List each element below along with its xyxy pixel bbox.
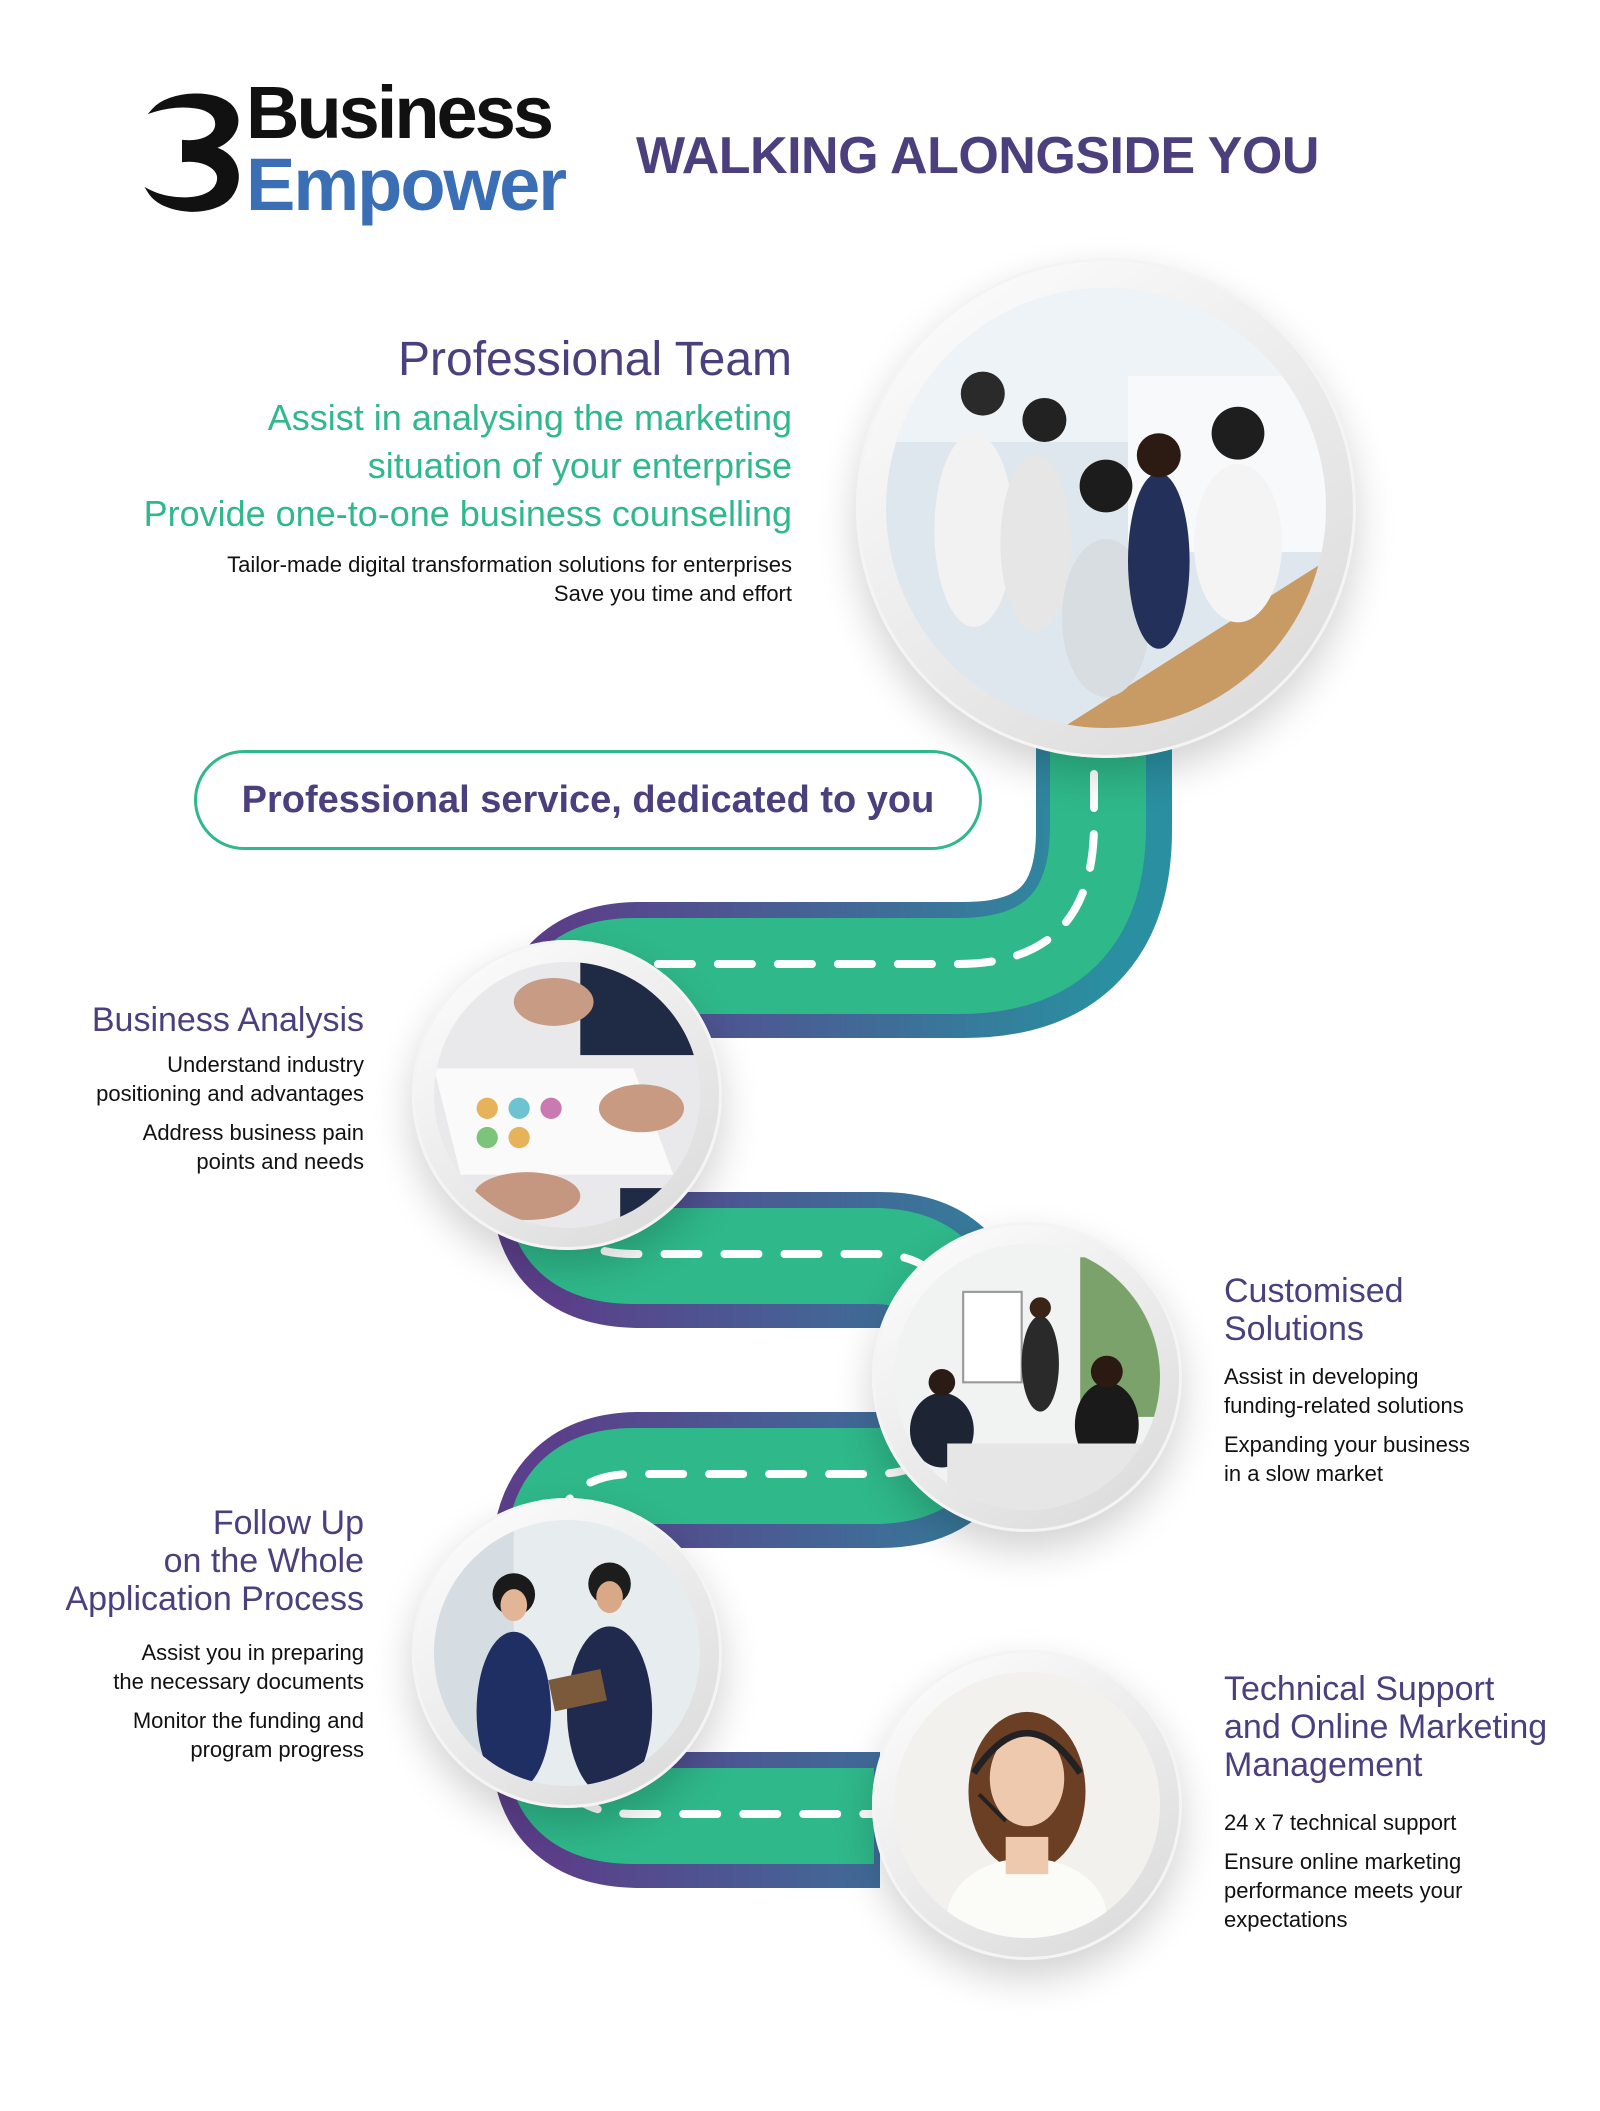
three-logo-icon: [144, 93, 239, 212]
point-line: Ensure online marketing: [1224, 1849, 1462, 1874]
title-line: on the Whole: [163, 1542, 364, 1580]
point-line: program progress: [190, 1737, 364, 1762]
logo-wordmark-empower: Empower: [246, 148, 567, 222]
service-banner: Professional service, dedicated to you: [194, 750, 982, 850]
team-meeting-photo: [886, 288, 1326, 728]
service-banner-label: Professional service, dedicated to you: [241, 778, 935, 821]
follow-up-title: Follow Up on the Whole Application Proce…: [65, 1504, 364, 1618]
customised-solutions-body: Assist in developing funding-related sol…: [1224, 1362, 1470, 1488]
photo-frame-business-analysis: [412, 940, 722, 1250]
photo-frame-customised-solutions: [872, 1222, 1182, 1532]
technical-support-title: Technical Support and Online Marketing M…: [1224, 1670, 1547, 1784]
point-line: Address business pain: [142, 1120, 364, 1145]
follow-up-body: Assist you in preparing the necessary do…: [113, 1638, 364, 1764]
point-line: performance meets your: [1224, 1878, 1463, 1903]
body-line: Save you time and effort: [553, 581, 792, 606]
business-analysis-title: Business Analysis: [91, 1001, 364, 1039]
presentation-photo: [894, 1244, 1160, 1510]
photo-frame-technical-support: [872, 1650, 1182, 1960]
body-line: Tailor-made digital transformation solut…: [227, 552, 792, 577]
title-line: Management: [1224, 1746, 1423, 1784]
point-line: 24 x 7 technical support: [1224, 1810, 1457, 1835]
point-line: Assist you in preparing: [141, 1640, 364, 1665]
point-line: Expanding your business: [1224, 1432, 1470, 1457]
point-line: the necessary documents: [113, 1669, 364, 1694]
professional-team-body: Tailor-made digital transformation solut…: [227, 550, 792, 608]
point-line: Monitor the funding and: [132, 1708, 364, 1733]
professional-team-subtitle: Assist in analysing the marketing situat…: [144, 394, 792, 538]
photo-frame-follow-up: [412, 1498, 722, 1808]
colleagues-tablet-photo: [434, 1520, 700, 1786]
point-line: expectations: [1224, 1907, 1348, 1932]
customised-solutions-title: Customised Solutions: [1224, 1272, 1404, 1348]
point-line: positioning and advantages: [96, 1081, 364, 1106]
point-line: points and needs: [196, 1149, 364, 1174]
business-analysis-body: Understand industry positioning and adva…: [96, 1050, 364, 1176]
title-line: Customised: [1224, 1272, 1404, 1310]
point-line: funding-related solutions: [1224, 1393, 1464, 1418]
title-line: Follow Up: [212, 1504, 364, 1542]
point-line: in a slow market: [1224, 1461, 1383, 1486]
title-line: and Online Marketing: [1224, 1708, 1548, 1746]
title-line: Solutions: [1224, 1310, 1364, 1348]
page-headline: WALKING ALONGSIDE YOU: [636, 127, 1319, 185]
photo-frame-professional-team: [856, 258, 1356, 758]
title-line: Technical Support: [1224, 1670, 1495, 1708]
point-line: Understand industry: [167, 1052, 364, 1077]
subtitle-line: situation of your enterprise: [367, 445, 792, 486]
document-analysis-photo: [434, 962, 700, 1228]
headset-agent-photo: [894, 1672, 1160, 1938]
logo-wordmark-business: Business: [246, 71, 554, 154]
point-line: Assist in developing: [1224, 1364, 1419, 1389]
subtitle-line: Provide one-to-one business counselling: [143, 493, 792, 534]
professional-team-title: Professional Team: [398, 333, 792, 386]
title-line: Application Process: [65, 1580, 364, 1618]
logo-wordmark-empower-text: Empower: [246, 143, 567, 226]
subtitle-line: Assist in analysing the marketing: [267, 397, 792, 438]
technical-support-body: 24 x 7 technical support Ensure online m…: [1224, 1808, 1462, 1934]
